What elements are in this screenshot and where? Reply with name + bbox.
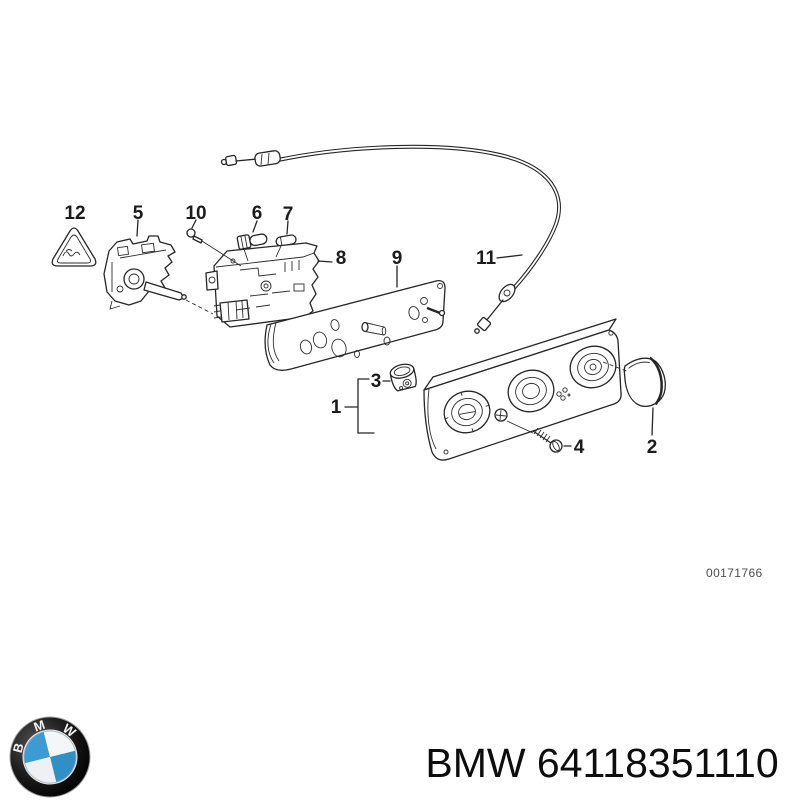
callout-label-9: 9 bbox=[392, 248, 403, 269]
callout-label-1: 1 bbox=[331, 397, 342, 418]
bmw-logo-icon: B M W bbox=[9, 716, 91, 798]
part-rotary-knob bbox=[623, 356, 666, 408]
callout-label-3: 3 bbox=[371, 371, 382, 392]
callout-label-4: 4 bbox=[574, 437, 585, 458]
logo-letter-b: B bbox=[10, 741, 27, 754]
part-control-panel bbox=[423, 318, 622, 461]
callout-label-6: 6 bbox=[252, 203, 263, 224]
part-control-unit bbox=[205, 242, 320, 328]
leader-lines bbox=[136, 219, 654, 447]
callout-label-8: 8 bbox=[336, 248, 347, 269]
callout-label-10: 10 bbox=[185, 203, 206, 224]
leader-line-dashed bbox=[185, 299, 214, 315]
leader-line bbox=[201, 240, 242, 267]
part-number-title: BMW 64118351110 bbox=[425, 740, 778, 786]
part-bowden-cable bbox=[220, 144, 561, 334]
callout-label-7: 7 bbox=[283, 204, 294, 225]
leader-line bbox=[243, 245, 282, 262]
callout-label-2: 2 bbox=[647, 437, 658, 458]
part-bulb-socket bbox=[236, 233, 268, 250]
part-button-knob bbox=[389, 363, 417, 392]
part-housing-plate bbox=[264, 280, 446, 371]
part-screw bbox=[506, 420, 563, 453]
logo-letter-m: M bbox=[32, 717, 47, 735]
part-screw-small bbox=[186, 228, 203, 244]
part-bracket bbox=[103, 235, 187, 310]
diagram-number: 00171766 bbox=[706, 566, 763, 580]
warning-triangle-icon bbox=[51, 227, 97, 267]
callout-label-5: 5 bbox=[133, 203, 144, 224]
leader-line-dashed bbox=[602, 361, 630, 373]
callout-label-12: 12 bbox=[64, 203, 85, 224]
callout-label-11: 11 bbox=[476, 248, 497, 269]
